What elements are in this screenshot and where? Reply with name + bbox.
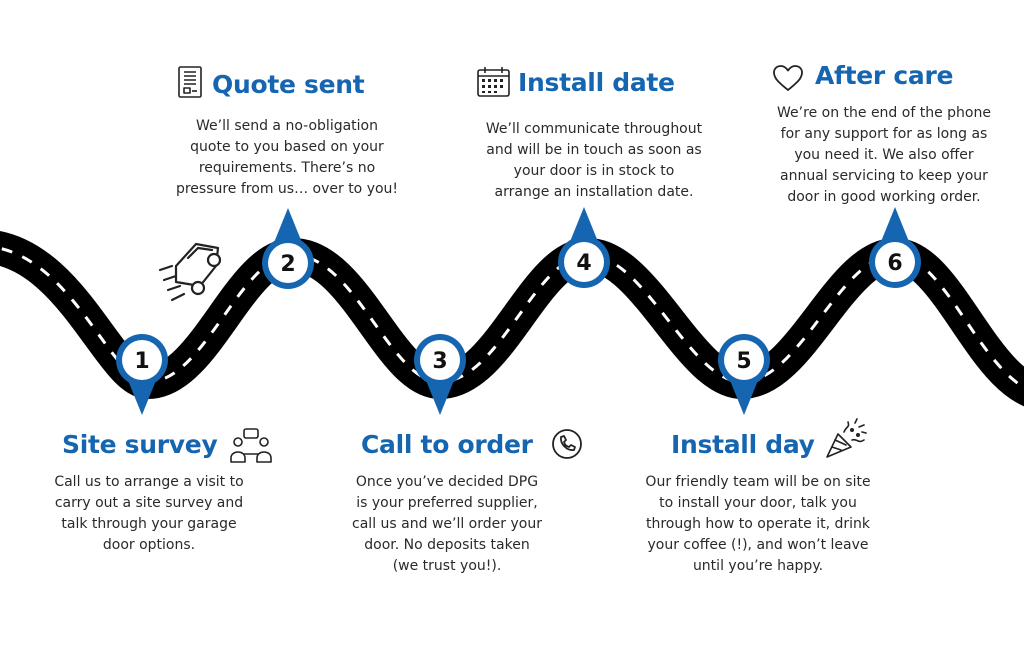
description-line: We’re on the end of the phone <box>777 105 991 121</box>
description-line: (we trust you!). <box>392 558 502 574</box>
step-description-after-care: We’re on the end of the phone for any su… <box>756 103 1012 208</box>
description-line: talk through your garage <box>61 516 237 532</box>
step-marker-6: 6 <box>869 207 921 288</box>
description-line: to install your door, talk you <box>659 495 857 511</box>
description-line: We’ll communicate throughout <box>485 121 703 137</box>
step-marker-4: 4 <box>558 207 610 288</box>
description-line: until you’re happy. <box>692 558 824 574</box>
description-line: door options. <box>102 537 196 553</box>
heart-icon <box>772 64 804 92</box>
description-line: carry out a site survey and <box>54 495 244 511</box>
description-line: call us and we’ll order your <box>352 516 542 532</box>
step-description-install-date: We’ll communicate throughout and will be… <box>464 119 724 203</box>
description-line: Once you’ve decided DPG <box>355 474 539 490</box>
description-line: Our friendly team will be on site <box>645 474 871 490</box>
description-line: and will be in touch as soon as <box>486 142 702 158</box>
description-line: through how to operate it, drink <box>645 516 871 532</box>
step-number-6: 6 <box>887 251 902 276</box>
party-popper-icon <box>824 418 868 460</box>
description-line: door in good working order. <box>787 189 981 205</box>
description-line: pressure from us… over to you! <box>175 181 399 197</box>
step-title-call-to-order: Call to order <box>361 430 533 459</box>
step-number-1: 1 <box>134 349 149 374</box>
people-meeting-icon <box>230 428 272 466</box>
moving-car-icon <box>156 236 228 308</box>
description-line: is your preferred supplier, <box>356 495 538 511</box>
description-line: annual servicing to keep your <box>780 168 988 184</box>
step-title-site-survey: Site survey <box>62 430 218 459</box>
description-line: quote to you based on your <box>190 139 384 155</box>
step-title-quote-sent: Quote sent <box>212 70 365 99</box>
step-number-3: 3 <box>432 349 447 374</box>
phone-icon <box>551 428 583 460</box>
step-number-5: 5 <box>736 349 751 374</box>
step-title-after-care: After care <box>815 61 954 90</box>
step-marker-5: 5 <box>718 334 770 415</box>
description-line: for any support for as long as <box>780 126 988 142</box>
description-line: you need it. We also offer <box>794 147 974 163</box>
description-line: We’ll send a no-obligation <box>196 118 378 134</box>
description-line: your door is in stock to <box>513 163 675 179</box>
step-number-4: 4 <box>576 251 591 276</box>
document-icon <box>176 66 204 98</box>
step-number-2: 2 <box>280 252 295 277</box>
calendar-icon <box>477 66 510 97</box>
description-line: door. No deposits taken <box>364 537 530 553</box>
description-line: requirements. There’s no <box>198 160 376 176</box>
description-line: arrange an installation date. <box>494 184 694 200</box>
step-marker-1: 1 <box>116 334 168 415</box>
step-description-install-day: Our friendly team will be on site to ins… <box>618 472 898 577</box>
step-title-install-date: Install date <box>518 68 675 97</box>
step-description-quote-sent: We’ll send a no-obligation quote to you … <box>162 116 412 200</box>
step-title-install-day: Install day <box>671 430 815 459</box>
step-marker-2: 2 <box>262 208 314 289</box>
step-marker-3: 3 <box>414 334 466 415</box>
description-line: Call us to arrange a visit to <box>54 474 244 490</box>
step-description-call-to-order: Once you’ve decided DPG is your preferre… <box>334 472 560 577</box>
description-line: your coffee (!), and won’t leave <box>647 537 869 553</box>
step-description-site-survey: Call us to arrange a visit to carry out … <box>34 472 264 556</box>
